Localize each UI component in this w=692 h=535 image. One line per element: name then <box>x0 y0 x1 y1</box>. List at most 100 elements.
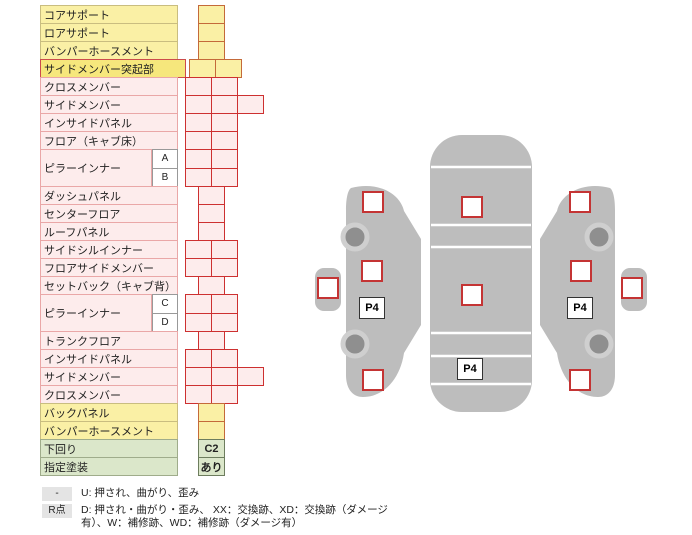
car-top-view <box>430 135 532 412</box>
table-row: インサイドパネル <box>40 349 264 368</box>
part-label: インサイドパネル <box>40 113 178 132</box>
damage-point-marker <box>362 369 384 391</box>
legend-text: U: 押され、曲がり、歪み <box>81 487 200 499</box>
legend-text: D: 押され・曲がり・歪み、 XX：交換跡、XD：交換跡（ダメージ有）、W：補修… <box>81 504 388 529</box>
check-cell: あり <box>198 457 225 476</box>
wheel-icon <box>340 329 370 359</box>
check-cell <box>185 367 212 386</box>
pillar-section-tag: B <box>152 167 178 187</box>
table-row: インサイドパネル <box>40 113 264 132</box>
check-cell <box>198 41 225 60</box>
damage-point-marker <box>361 260 383 282</box>
part-label: クロスメンバー <box>40 385 178 404</box>
damage-point-marker <box>569 191 591 213</box>
wheel-icon <box>584 222 614 252</box>
check-cell <box>211 349 238 368</box>
part-label: インサイドパネル <box>40 349 178 368</box>
table-row: セットバック（キャブ背） <box>40 276 264 295</box>
part-label: 下回り <box>40 439 178 458</box>
damage-point-marker <box>461 284 483 306</box>
check-cell <box>185 149 212 169</box>
pillar-section-tag: C <box>152 294 178 314</box>
table-row: クロスメンバー <box>40 77 264 96</box>
table-row: ロアサポート <box>40 23 264 42</box>
check-cell <box>185 349 212 368</box>
check-cell <box>198 5 225 24</box>
table-row: トランクフロア <box>40 331 264 350</box>
check-cell <box>198 186 225 205</box>
check-cell <box>185 167 212 187</box>
part-label: トランクフロア <box>40 331 178 350</box>
check-cell <box>211 385 238 404</box>
part-label: ピラーインナー <box>40 149 152 187</box>
parts-table: コアサポートロアサポートバンパーホースメントサイドメンバー突起部クロスメンバーサ… <box>40 5 264 476</box>
check-cell <box>211 113 238 132</box>
check-cell <box>185 131 212 150</box>
table-row: フロア（キャブ床） <box>40 131 264 150</box>
check-cell <box>215 59 242 78</box>
part-label: セットバック（キャブ背） <box>40 276 178 295</box>
table-row: コアサポート <box>40 5 264 24</box>
damage-legend: - U: 押され、曲がり、歪み R点 D: 押され・曲がり・歪み、 XX：交換跡… <box>42 487 411 533</box>
part-label: ピラーインナー <box>40 294 152 332</box>
part-label: フロアサイドメンバー <box>40 258 178 277</box>
check-cell <box>198 276 225 295</box>
table-row: フロアサイドメンバー <box>40 258 264 277</box>
part-label: ダッシュパネル <box>40 186 178 205</box>
part-label: サイドメンバー <box>40 367 178 386</box>
part-label: サイドメンバー突起部 <box>40 59 186 78</box>
wheel-icon <box>584 329 614 359</box>
part-label: ルーフパネル <box>40 222 178 241</box>
part-label: コアサポート <box>40 5 178 24</box>
check-cell: C2 <box>198 439 225 458</box>
check-cell <box>185 240 212 259</box>
check-cell <box>198 403 225 422</box>
table-row: ルーフパネル <box>40 222 264 241</box>
table-row: サイドメンバー <box>40 367 264 386</box>
damage-point-marker <box>317 277 339 299</box>
table-row: バンパーホースメント <box>40 421 264 440</box>
table-row: サイドメンバー <box>40 95 264 114</box>
pillar-section-tag: A <box>152 149 178 169</box>
table-row: センターフロア <box>40 204 264 223</box>
check-cell <box>211 367 238 386</box>
part-label: サイドメンバー <box>40 95 178 114</box>
part-label: センターフロア <box>40 204 178 223</box>
check-cell <box>185 258 212 277</box>
wheel-icons <box>340 222 614 359</box>
check-cell <box>211 77 238 96</box>
check-cell <box>185 312 212 332</box>
damage-point-marker <box>570 260 592 282</box>
damage-point-marker <box>569 369 591 391</box>
legend-row: R点 D: 押され・曲がり・歪み、 XX：交換跡、XD：交換跡（ダメージ有）、W… <box>42 504 411 530</box>
damage-point-marker <box>362 191 384 213</box>
part-label: フロア（キャブ床） <box>40 131 178 150</box>
check-cell <box>198 23 225 42</box>
check-cell <box>185 294 212 314</box>
part-label: バックパネル <box>40 403 178 422</box>
wheel-icon <box>340 222 370 252</box>
table-row: ダッシュパネル <box>40 186 264 205</box>
body-section-lines <box>431 165 531 386</box>
check-cell <box>211 240 238 259</box>
part-label: 指定塗装 <box>40 457 178 476</box>
check-cell <box>237 95 264 114</box>
legend-row: - U: 押され、曲がり、歪み <box>42 487 411 501</box>
check-cell <box>185 77 212 96</box>
table-row: クロスメンバー <box>40 385 264 404</box>
check-cell <box>211 294 238 314</box>
damage-point-marker <box>461 196 483 218</box>
repair-code-marker: P4 <box>457 358 483 380</box>
table-row: 下回り C2 <box>40 439 264 458</box>
part-label: ロアサポート <box>40 23 178 42</box>
table-row: バンパーホースメント <box>40 41 264 60</box>
pillar-section-tag: D <box>152 312 178 332</box>
part-label: サイドシルインナー <box>40 240 178 259</box>
check-cell <box>185 113 212 132</box>
table-row: 指定塗装 あり <box>40 457 264 476</box>
